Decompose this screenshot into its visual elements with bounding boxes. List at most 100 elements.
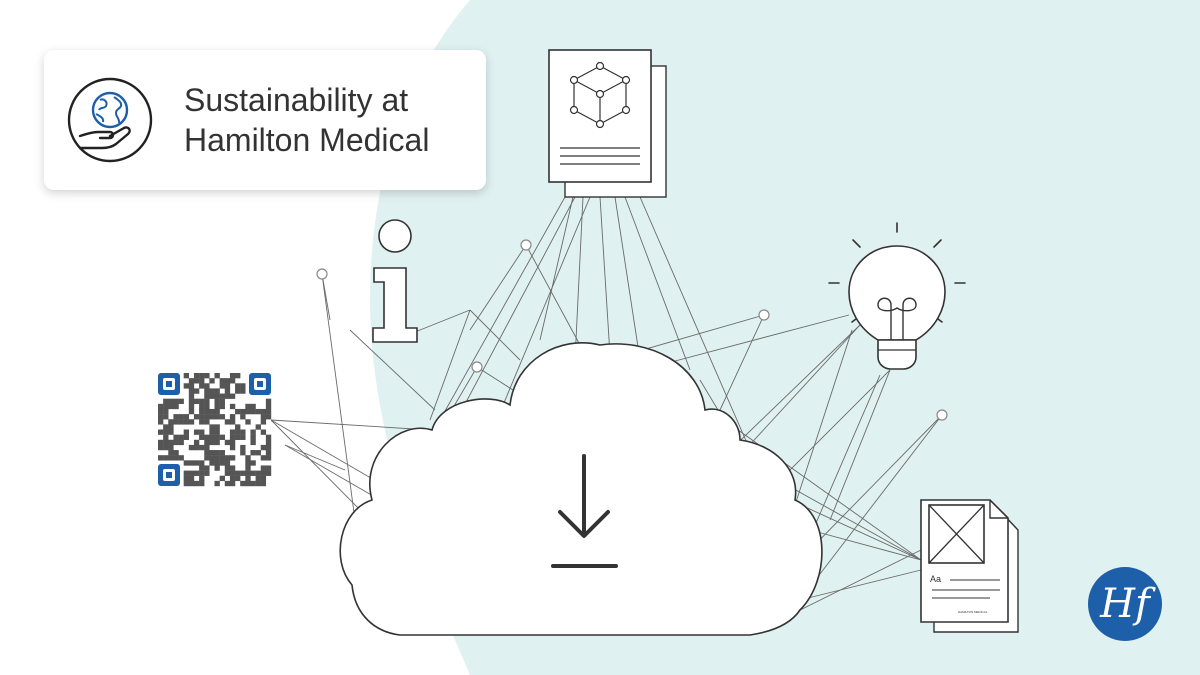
qr-module: [188, 419, 195, 425]
qr-module: [219, 475, 225, 482]
qr-module: [188, 460, 195, 466]
qr-module: [168, 398, 174, 405]
qr-module: [193, 414, 200, 420]
qr-module: [199, 383, 205, 389]
qr-module: [199, 480, 205, 487]
qr-module: [219, 393, 225, 399]
qr-module: [235, 424, 241, 430]
qr-module: [204, 398, 210, 405]
qr-module: [265, 465, 272, 471]
qr-module: [214, 434, 220, 440]
qr-module: [260, 480, 267, 487]
endpoint-dot: [471, 361, 483, 373]
qr-module: [235, 408, 241, 415]
qr-module: [235, 388, 241, 394]
qr-module: [188, 480, 195, 487]
qr-module: [214, 403, 220, 410]
qr-code-icon: [158, 373, 272, 487]
qr-module: [255, 475, 261, 482]
qr-module: [178, 455, 184, 461]
qr-module: [209, 455, 215, 461]
document-text-label: Aa: [930, 574, 941, 584]
qr-module: [229, 434, 236, 440]
qr-module: [204, 383, 210, 389]
connection-line: [639, 196, 751, 451]
qr-module: [204, 393, 210, 399]
qr-module: [260, 419, 267, 425]
connection-line: [525, 244, 581, 346]
qr-module: [224, 378, 231, 384]
qr-module: [250, 480, 256, 487]
qr-module: [193, 439, 200, 446]
qr-module: [214, 460, 220, 466]
qr-module: [219, 450, 225, 456]
cube-document-icon: [548, 49, 667, 198]
qr-module: [250, 450, 256, 456]
qr-module: [204, 388, 210, 394]
qr-module: [214, 480, 220, 487]
connection-line: [799, 414, 943, 601]
qr-module: [188, 470, 195, 476]
qr-module: [214, 393, 220, 399]
qr-module: [265, 403, 272, 410]
qr-module: [204, 403, 210, 410]
qr-module: [255, 424, 261, 430]
qr-module: [229, 444, 236, 451]
qr-module: [209, 429, 215, 435]
connection-line: [321, 273, 331, 321]
qr-module: [260, 408, 267, 415]
qr-module: [245, 460, 251, 466]
qr-module: [173, 414, 179, 420]
qr-module: [265, 408, 272, 415]
qr-module: [199, 378, 205, 384]
connection-line: [284, 444, 381, 501]
qr-module: [204, 373, 210, 379]
qr-module: [204, 419, 210, 425]
qr-module: [240, 429, 246, 435]
qr-module: [204, 455, 210, 461]
qr-module: [188, 378, 195, 384]
qr-module: [224, 465, 231, 471]
connection-line: [779, 549, 922, 621]
globe-in-hand-icon: [67, 77, 153, 163]
qr-module: [235, 383, 241, 389]
qr-module: [188, 475, 195, 482]
qr-module: [224, 383, 231, 389]
qr-module: [178, 419, 184, 425]
cloud-download-icon: [339, 342, 823, 636]
qr-module: [229, 455, 236, 461]
qr-module: [260, 455, 267, 461]
qr-module: [183, 470, 190, 476]
qr-module: [265, 414, 272, 420]
page-title: Sustainability at Hamilton Medical: [184, 80, 474, 160]
connection-line: [439, 196, 566, 421]
qr-module: [260, 414, 267, 420]
qr-module: [214, 439, 220, 446]
qr-module: [158, 444, 164, 451]
connection-line: [321, 273, 356, 521]
qr-module: [229, 475, 236, 482]
title-card: Sustainability at Hamilton Medical: [44, 50, 486, 190]
connection-line: [799, 569, 922, 601]
qr-module: [219, 455, 225, 461]
qr-module: [265, 450, 272, 456]
qr-module: [204, 444, 210, 451]
qr-module: [260, 465, 267, 471]
qr-module: [193, 480, 200, 487]
qr-module: [183, 414, 190, 420]
qr-module: [158, 403, 164, 410]
qr-module: [214, 455, 220, 461]
qr-module: [224, 393, 231, 399]
qr-module: [229, 419, 236, 425]
qr-module: [209, 460, 215, 466]
endpoint-dot: [316, 268, 328, 280]
connection-line: [284, 444, 346, 471]
qr-module: [204, 470, 210, 476]
qr-module: [219, 403, 225, 410]
qr-module: [168, 439, 174, 446]
qr-module: [204, 439, 210, 446]
qr-module: [199, 434, 205, 440]
qr-module: [265, 444, 272, 451]
qr-module: [209, 439, 215, 446]
